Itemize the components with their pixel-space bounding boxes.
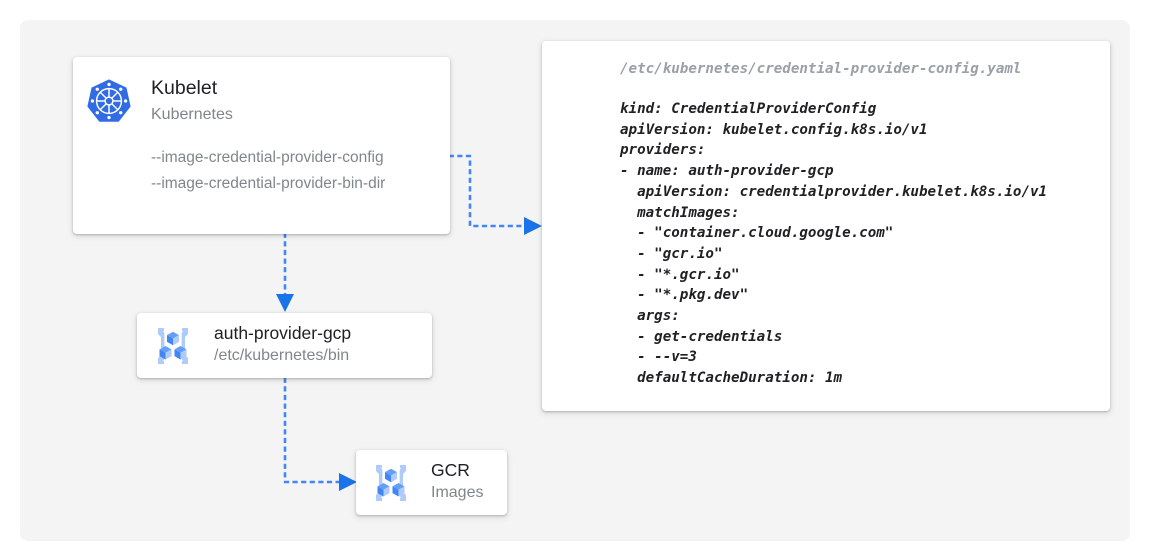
auth-provider-subtitle: /etc/kubernetes/bin: [214, 347, 350, 364]
container-registry-icon: [158, 328, 188, 364]
gcr-title: GCR: [431, 460, 470, 480]
kubelet-flags: --image-credential-provider-config --ima…: [151, 149, 386, 192]
kubelet-card[interactable]: Kubelet Kubernetes --image-credential-pr…: [73, 57, 450, 234]
kubelet-subtitle: Kubernetes: [151, 106, 233, 123]
kubelet-title: Kubelet: [151, 77, 218, 99]
auth-provider-gcp-card[interactable]: auth-provider-gcp /etc/kubernetes/bin: [137, 313, 432, 378]
config-file-path: /etc/kubernetes/credential-provider-conf…: [620, 61, 1022, 77]
container-registry-icon: [376, 465, 406, 501]
auth-provider-title: auth-provider-gcp: [214, 323, 352, 343]
gcr-subtitle: Images: [431, 484, 484, 501]
kubernetes-logo-icon: [87, 79, 131, 122]
credential-provider-config-card[interactable]: /etc/kubernetes/credential-provider-conf…: [542, 41, 1110, 411]
config-yaml-content: kind: CredentialProviderConfig apiVersio…: [620, 101, 1048, 387]
gcr-card[interactable]: GCR Images: [356, 450, 507, 515]
